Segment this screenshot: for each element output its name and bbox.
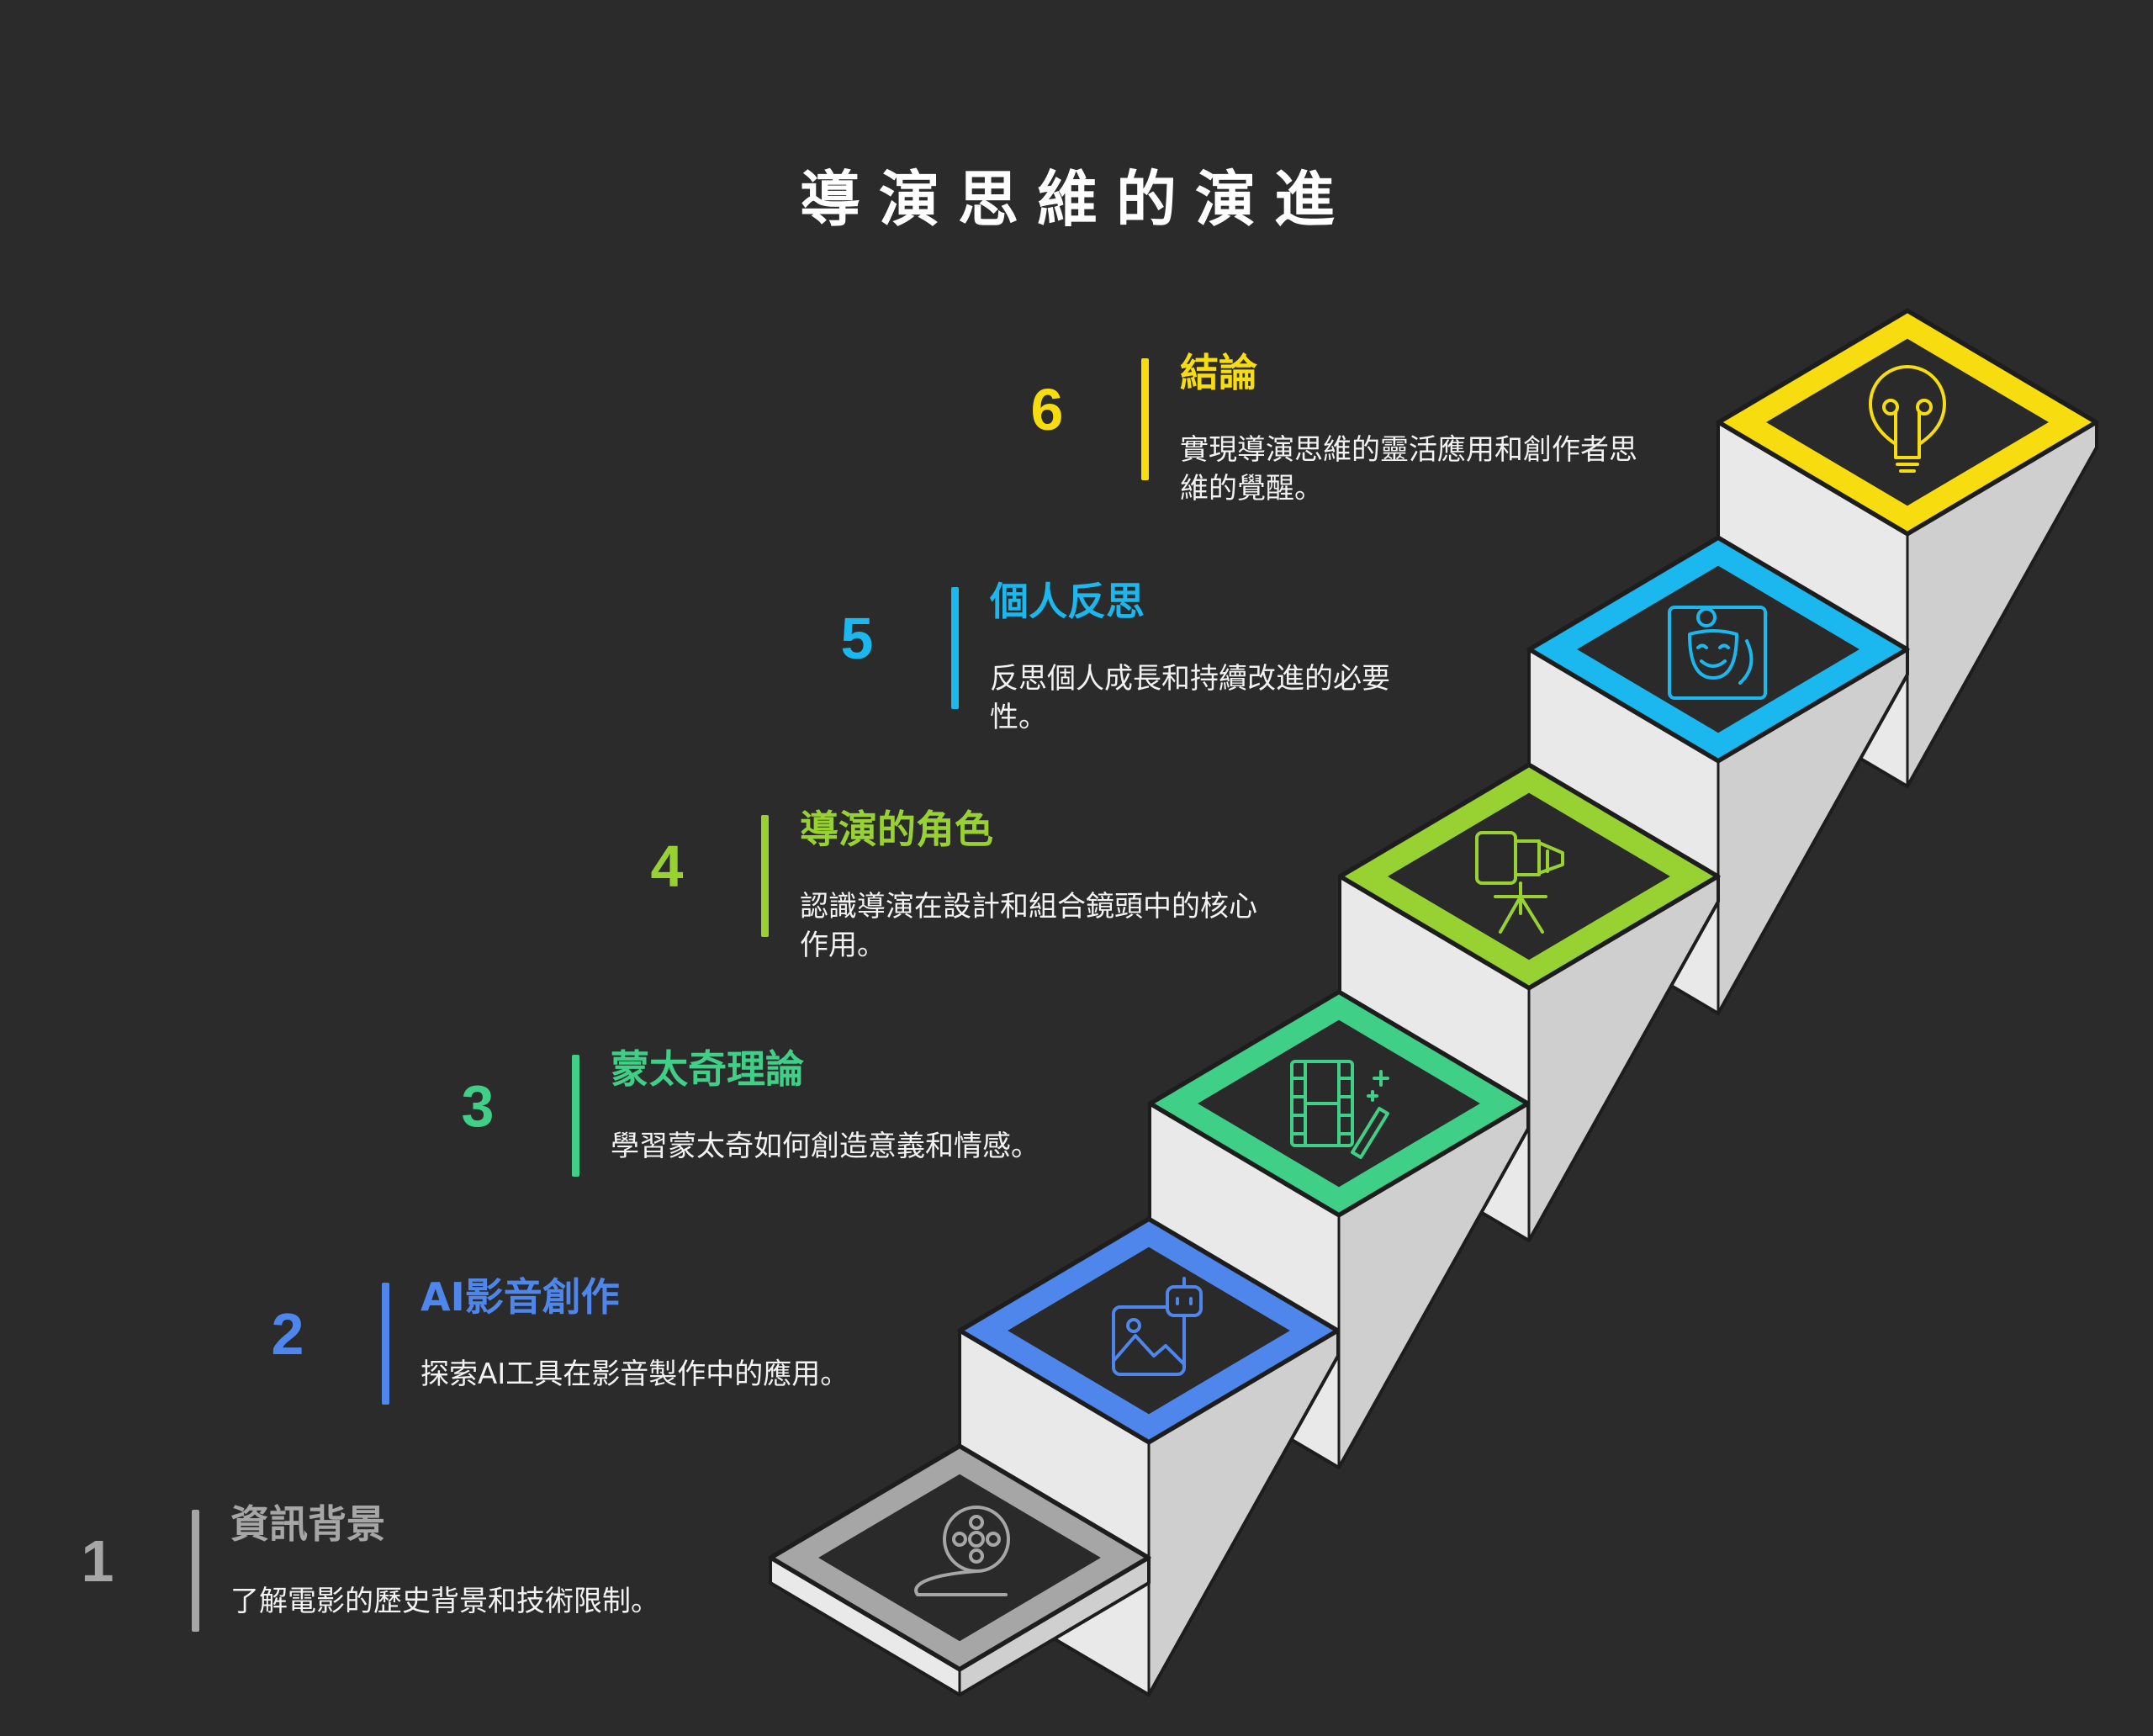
- step-2-description: 探索AI工具在影音製作中的應用。: [421, 1358, 849, 1391]
- step-5-description: 反思個人成長和持續改進的必要性。: [990, 662, 1390, 734]
- step-1-border: [775, 1448, 1145, 1667]
- step-2-border: [964, 1221, 1334, 1440]
- step-1-heading: 資訊背景: [230, 1501, 385, 1547]
- step-3-accent-bar: [572, 1055, 579, 1177]
- diagram-title: 導演思維的演進: [799, 164, 1353, 235]
- step-6-accent-bar: [1141, 358, 1149, 480]
- step-6-heading: 結論: [1180, 350, 1257, 395]
- step-5-block: [1526, 535, 1910, 1015]
- ai-image-robot-icon: [1112, 1277, 1203, 1376]
- step-5-heading: 個人反思: [990, 579, 1145, 624]
- step-4-accent-bar: [761, 815, 769, 937]
- lightbulb-icon: [1869, 365, 1946, 473]
- step-6-border: [1722, 313, 2092, 532]
- step-1-block: [768, 1443, 1151, 1696]
- step-2-accent-bar: [382, 1283, 389, 1405]
- step-2-heading: AI影音創作: [421, 1274, 620, 1320]
- step-3-description: 學習蒙太奇如何創造意義和情感。: [611, 1130, 1039, 1163]
- step-1-description: 了解電影的歷史背景和技術限制。: [230, 1585, 659, 1618]
- step-3-number: 3: [461, 1073, 495, 1139]
- movie-camera-icon: [1475, 831, 1564, 934]
- step-4-description: 認識導演在設計和組合鏡頭中的核心作用。: [800, 890, 1257, 962]
- mirror-face-icon: [1668, 606, 1767, 700]
- step-5-border: [1533, 540, 1903, 759]
- step-6-number: 6: [1030, 377, 1064, 442]
- step-5-number: 5: [840, 606, 874, 671]
- step-5-accent-bar: [951, 587, 959, 709]
- film-reel-icon: [914, 1506, 1010, 1596]
- step-2-number: 2: [271, 1301, 304, 1367]
- step-4-number: 4: [650, 834, 684, 899]
- film-strip-edit-icon: [1290, 1060, 1389, 1159]
- step-1-number: 1: [81, 1528, 114, 1594]
- step-1-accent-bar: [192, 1510, 199, 1632]
- step-3-heading: 蒙太奇理論: [611, 1046, 804, 1092]
- step-4-heading: 導演的角色: [800, 807, 993, 852]
- step-6-description: 實現導演思維的靈活應用和創作者思維的覺醒。: [1180, 433, 1637, 505]
